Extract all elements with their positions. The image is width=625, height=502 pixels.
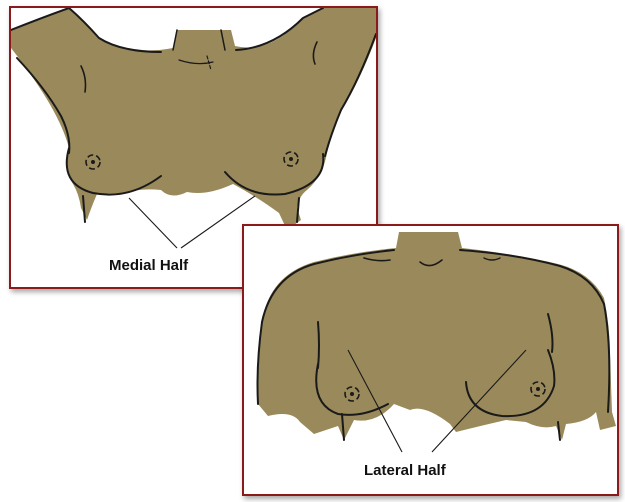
- medial-half-label: Medial Half: [109, 257, 189, 274]
- medial-leader-right: [180, 195, 256, 249]
- lateral-half-illustration: [256, 232, 616, 453]
- medial-half-panel: Medial Half: [9, 6, 378, 289]
- lateral-half-label: Lateral Half: [364, 462, 446, 479]
- torso-silhouette: [11, 8, 376, 230]
- medial-leader-left: [128, 197, 178, 249]
- lateral-leader-left: [347, 349, 403, 453]
- lateral-leader-right: [431, 349, 527, 453]
- medial-half-illustration: [11, 8, 376, 249]
- lateral-half-panel: Lateral Half: [242, 224, 619, 496]
